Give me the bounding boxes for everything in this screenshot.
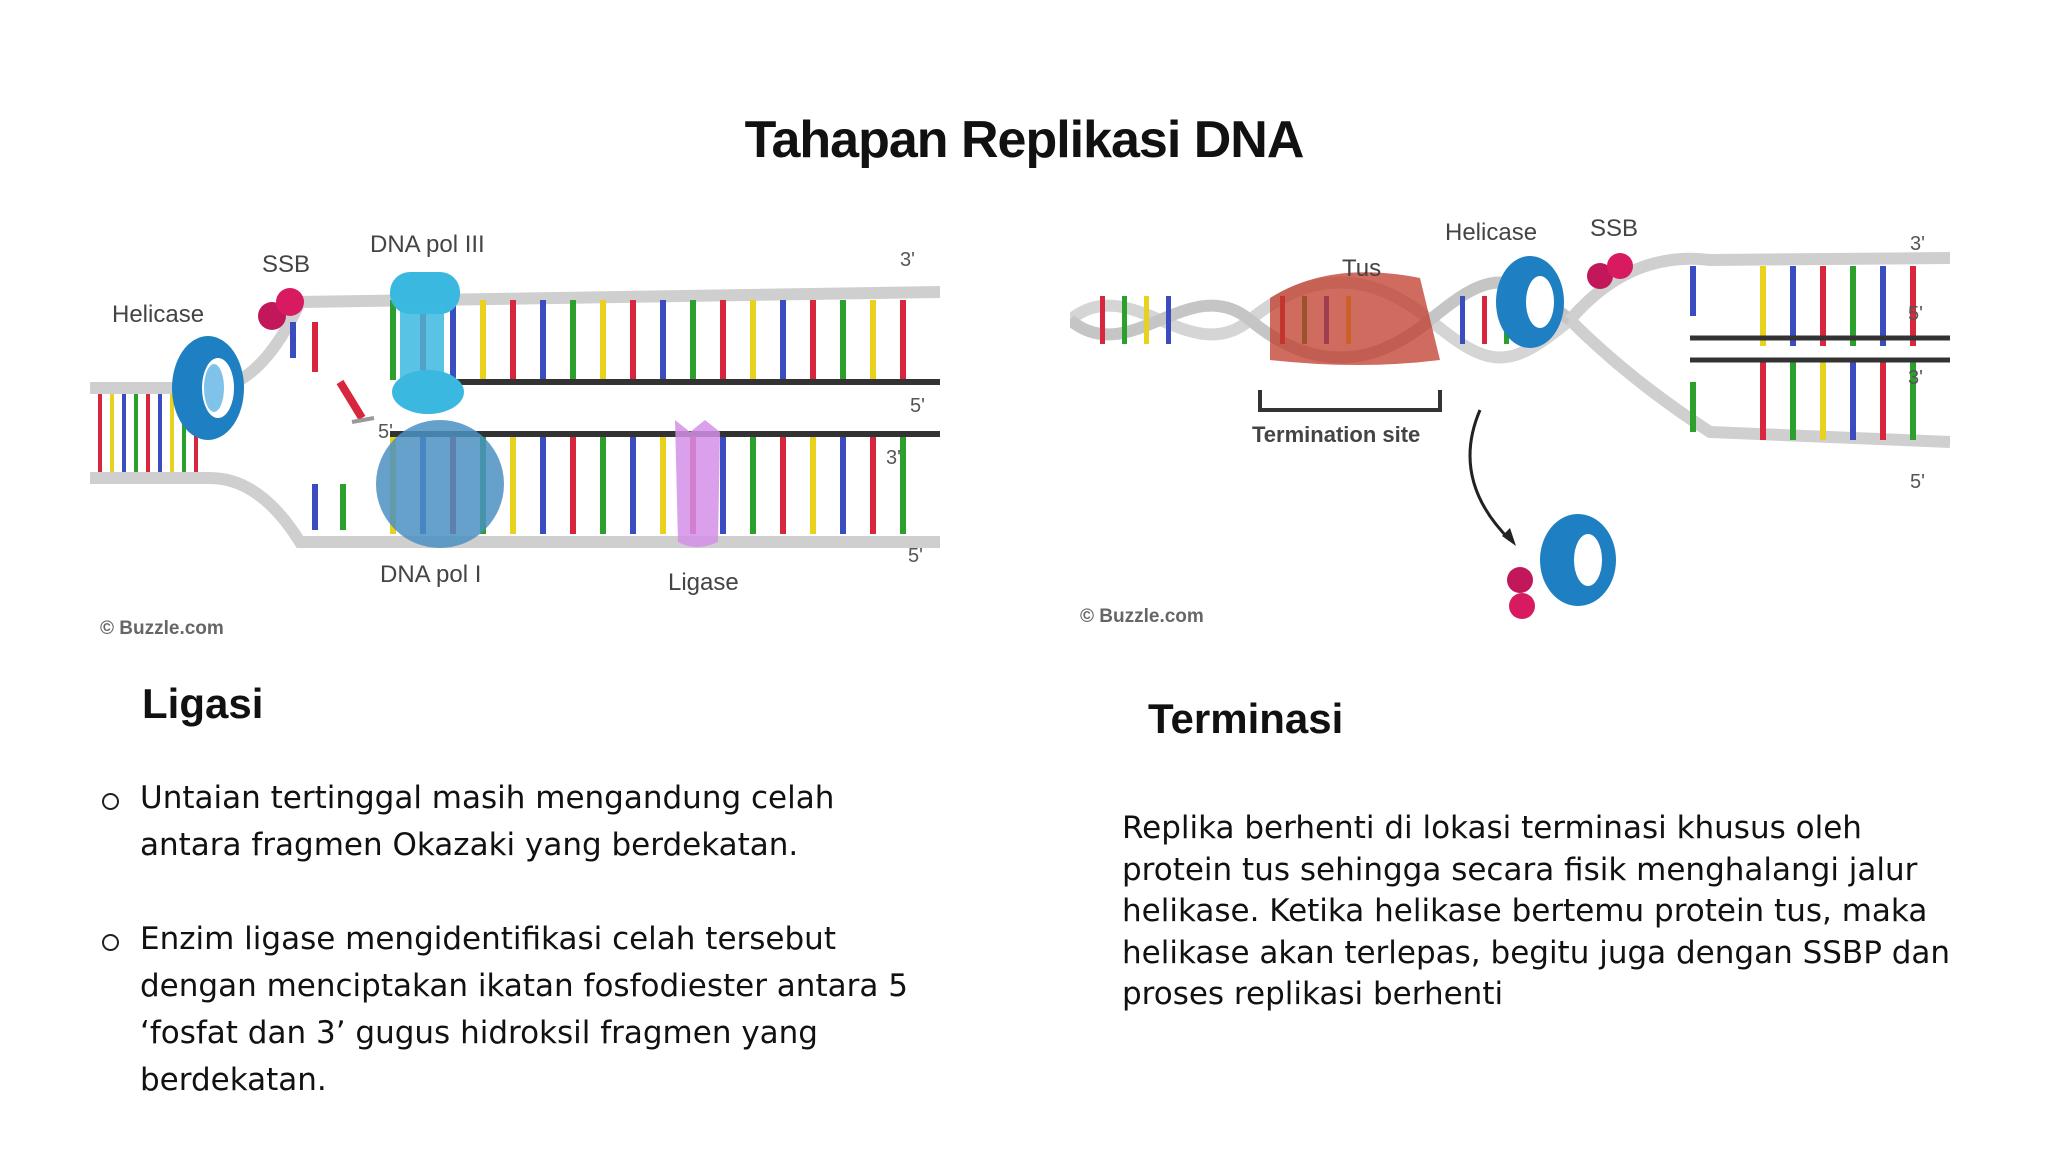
dna-pol-i-icon <box>376 420 504 548</box>
label-end-5-left: 5' <box>378 421 393 443</box>
credit-left: © Buzzle.com <box>100 618 224 639</box>
terminasi-heading: Terminasi <box>1148 695 1344 742</box>
helicase-bound-icon <box>1496 256 1564 348</box>
ligasi-heading: Ligasi <box>142 680 264 727</box>
bullet-circle-icon <box>102 793 119 810</box>
label-ssb: SSB <box>1590 215 1638 242</box>
ssb-icon <box>258 288 304 330</box>
ssb-bound-icon <box>1587 253 1633 289</box>
ligase-icon <box>675 420 720 547</box>
ligation-diagram: Helicase SSB DNA pol III DNA pol I Ligas… <box>90 222 960 652</box>
top-fork-backbone <box>1565 252 1950 324</box>
label-dna-pol-iii: DNA pol III <box>370 231 485 258</box>
bullet-text: Untaian tertinggal masih mengandung cela… <box>140 780 835 863</box>
list-item: Enzim ligase mengidentifikasi celah ters… <box>100 916 940 1104</box>
list-item: Untaian tertinggal masih mengandung cela… <box>100 775 940 869</box>
bullet-circle-icon <box>102 934 119 951</box>
label-termination-site: Termination site <box>1252 422 1420 447</box>
label-end-5-a: 5' <box>1908 303 1923 325</box>
label-end-5-bottom: 5' <box>1910 471 1925 493</box>
leading-strand-bases <box>390 300 906 380</box>
bullet-text: Enzim ligase mengidentifikasi celah ters… <box>140 921 908 1098</box>
label-end-3-top: 3' <box>900 249 915 271</box>
bottom-parent-backbone <box>90 472 940 548</box>
label-tus: Tus <box>1342 255 1381 282</box>
tus-protein-icon <box>1270 272 1440 365</box>
label-helicase: Helicase <box>1445 219 1537 246</box>
label-end-5-mid: 5' <box>910 395 925 417</box>
release-arrow <box>1468 409 1512 542</box>
dna-pol-iii-icon <box>390 272 464 414</box>
ligation-diagram-svg: Helicase SSB DNA pol III DNA pol I Ligas… <box>90 231 941 639</box>
termination-site-bracket <box>1258 390 1442 412</box>
helicase-released-icon <box>1540 514 1616 606</box>
label-end-3-top: 3' <box>1910 233 1925 255</box>
ligasi-bullet-list: Untaian tertinggal masih mengandung cela… <box>100 775 940 1151</box>
label-ligase: Ligase <box>668 569 739 596</box>
terminasi-paragraph: Replika berhenti di lokasi terminasi khu… <box>1122 810 1951 1012</box>
fork-bases <box>1690 266 1916 440</box>
ssb-released-icon <box>1507 567 1535 619</box>
termination-diagram: Helicase SSB Tus Termination site 3' 5' … <box>1070 210 1950 640</box>
label-helicase: Helicase <box>112 301 204 328</box>
slide-title: Tahapan Replikasi DNA <box>744 111 1305 169</box>
bottom-fork-backbone <box>1565 315 1950 448</box>
rna-primer <box>336 379 366 421</box>
label-end-3-mid: 3' <box>886 447 901 469</box>
termination-diagram-svg: Helicase SSB Tus Termination site 3' 5' … <box>1070 215 1950 627</box>
label-end-5-bottom: 5' <box>908 545 923 567</box>
helicase-icon <box>172 336 244 440</box>
credit-right: © Buzzle.com <box>1080 606 1204 627</box>
label-end-3-b: 3' <box>1908 367 1923 389</box>
label-ssb: SSB <box>262 251 310 278</box>
label-dna-pol-i: DNA pol I <box>380 561 481 588</box>
